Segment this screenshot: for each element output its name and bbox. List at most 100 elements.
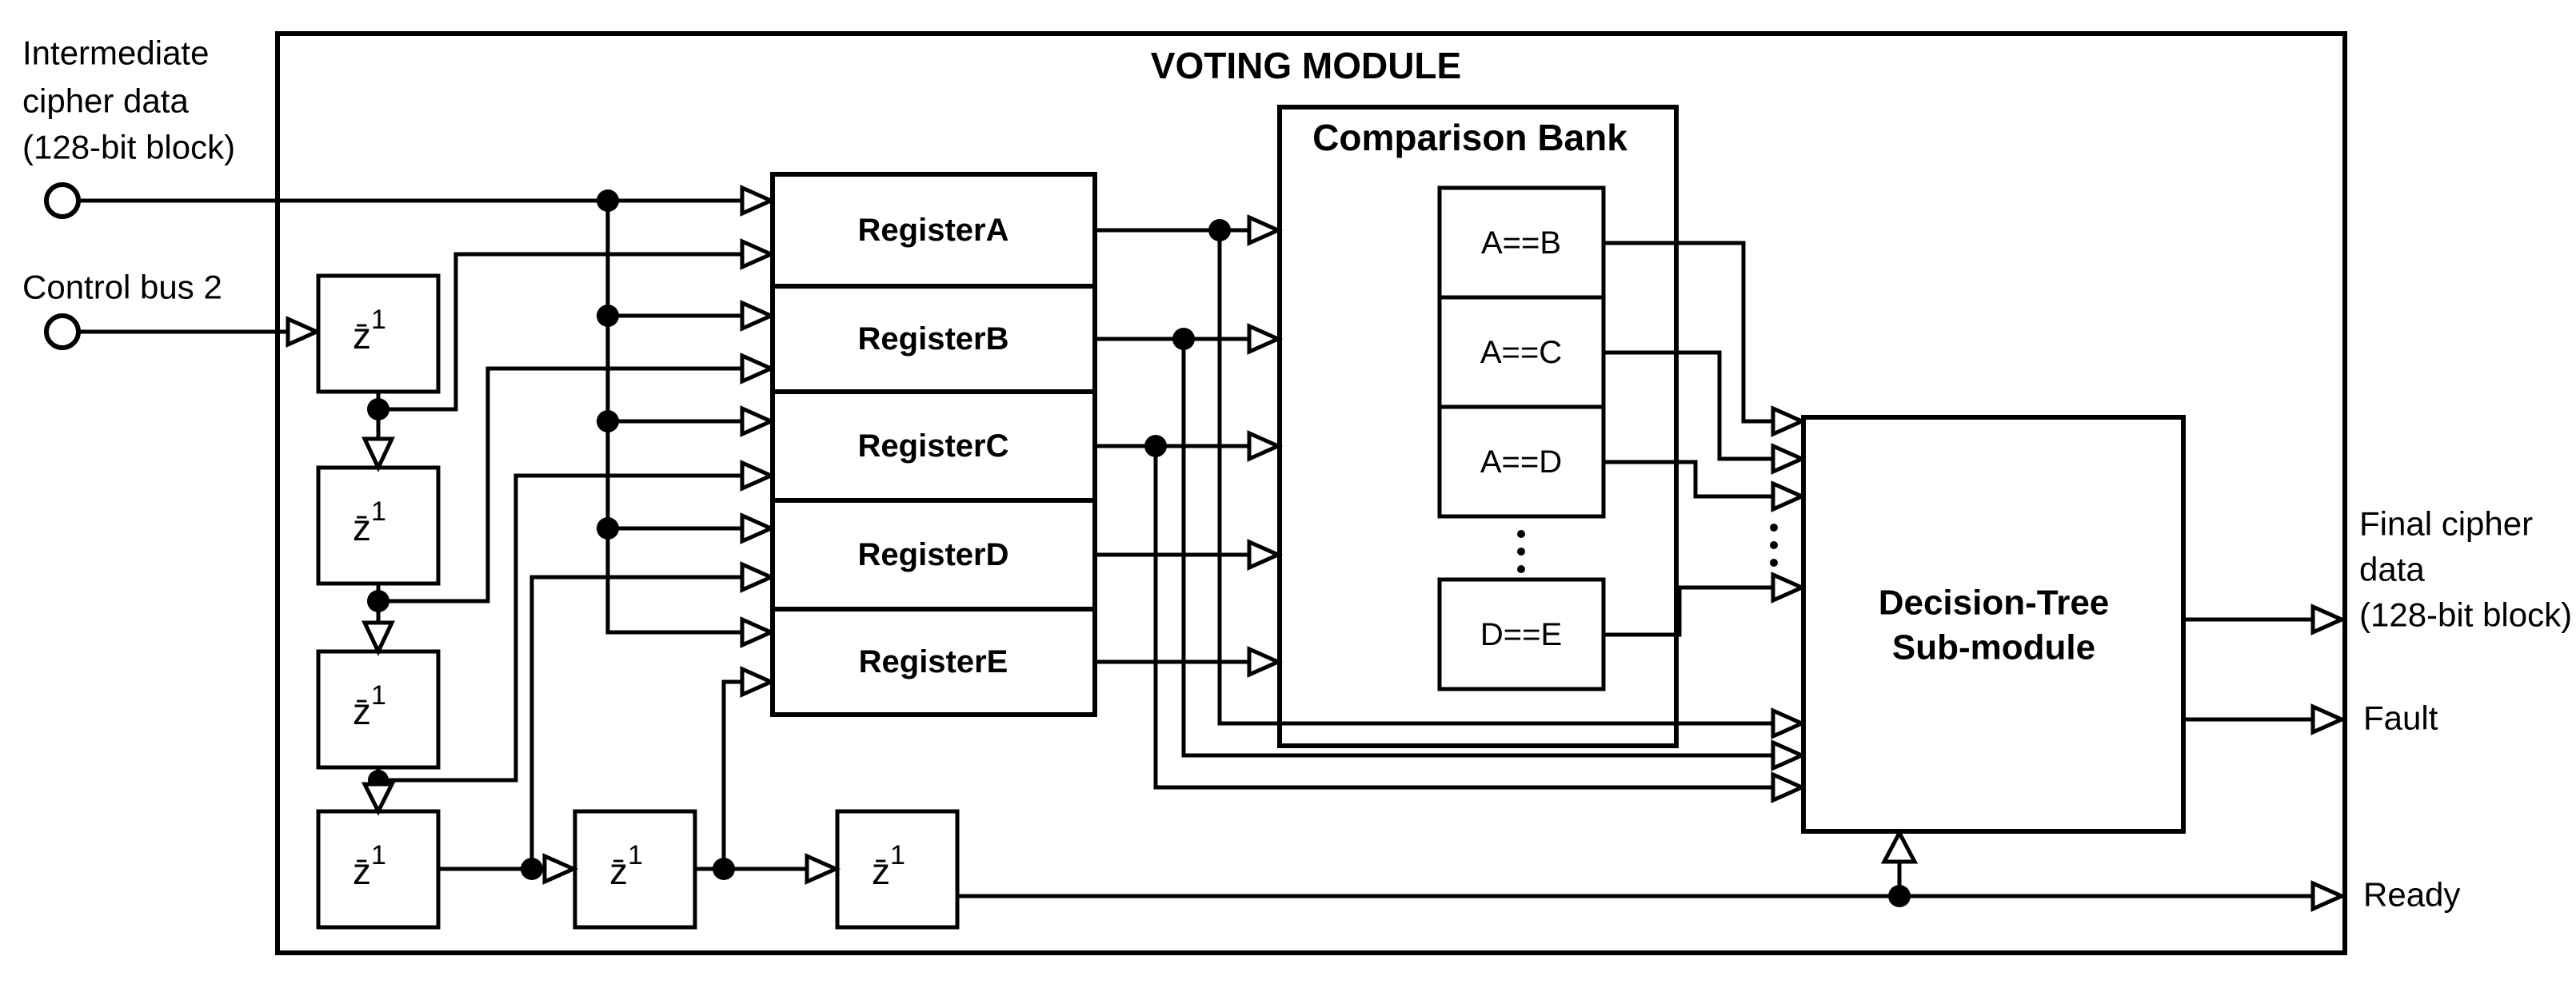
arrow-down-z3-icon: [361, 620, 395, 656]
ellipsis-dots: [1770, 524, 1778, 567]
input1-terminal-circle: [44, 182, 81, 219]
comparator-a-eq-d-label: A==D: [1480, 444, 1562, 480]
comparison-bank-title: Comparison Bank: [1312, 117, 1627, 158]
arrow-into-z5-icon: [542, 853, 579, 885]
register-stack: RegisterA RegisterB RegisterC RegisterD …: [770, 172, 1097, 717]
arrow-regA-clock-icon: [740, 238, 777, 270]
wire-aeqc-dt: [1604, 350, 1800, 461]
arrow-dt-in4-icon: [1771, 572, 1807, 604]
comparator-d-eq-e: [1437, 577, 1606, 691]
junction-dot: [1144, 435, 1167, 457]
output-fault: Fault: [2183, 699, 2438, 737]
decision-tree-submodule: Decision-Tree Sub-module: [1801, 415, 2186, 834]
delay-chain: z̄1 z̄1 z̄1 z̄1 z̄1 z̄1: [316, 252, 960, 930]
arrow-regE-clock-icon: [740, 666, 777, 698]
comparison-bank-border: [1277, 105, 1679, 748]
wire-aeqd-dt: [1604, 460, 1800, 499]
cb-to-dt-wires: [1604, 241, 1807, 803]
arrow-down-z2-icon: [361, 436, 395, 472]
input1-label-line3: (128-bit block): [22, 129, 235, 166]
junction-dot: [1208, 219, 1231, 241]
comparator-a-eq-d: [1437, 404, 1606, 519]
arrow-regE-data-icon: [740, 616, 777, 648]
register-output-wires: [1095, 214, 1800, 790]
junction-dot: [597, 305, 619, 327]
arrow-cb-inE-icon: [1247, 646, 1284, 678]
delay-block-5: [573, 809, 697, 930]
input-intermediate-cipher-data: Intermediate cipher data (128-bit block): [22, 34, 769, 219]
junction-dot: [1172, 328, 1195, 350]
wire-data-vertical: [605, 201, 769, 635]
arrow-regC-clock-icon: [740, 460, 777, 492]
arrow-down-z4-icon: [361, 782, 396, 816]
output-final-cipher: Final cipher data (128-bit block): [2183, 505, 2572, 635]
decision-tree-label-line1: Decision-Tree: [1879, 584, 2110, 623]
register-a-label: RegisterA: [858, 213, 1009, 248]
arrow-fault-out-icon: [2310, 703, 2347, 735]
arrow-dt-in7-icon: [1771, 771, 1807, 803]
delay-block-6-label: z̄1: [872, 840, 905, 892]
input2-label: Control bus 2: [22, 269, 222, 306]
delay-block-5-label: z̄1: [609, 840, 643, 892]
page-title: VOTING MODULE: [1151, 45, 1461, 86]
wire-regC-branch: [1153, 446, 1800, 790]
input-control-bus-2: Control bus 2: [22, 269, 322, 350]
wire-aeqb-dt: [1604, 241, 1800, 424]
arrow-cb-inB-icon: [1247, 323, 1284, 355]
ellipsis-dots: [1517, 530, 1525, 573]
wire-regB-branch: [1181, 339, 1800, 758]
voting-module-border: [275, 31, 2347, 955]
delay-block-4-label: z̄1: [353, 840, 386, 892]
register-b-label: RegisterB: [858, 321, 1009, 357]
delay-block-3-label: z̄1: [353, 680, 386, 732]
arrow-final-out-icon: [2310, 604, 2347, 635]
wire-tap-z1-regA: [378, 252, 769, 412]
decision-tree-border: [1801, 415, 2186, 834]
wire-tap-z5-regE: [721, 679, 769, 869]
arrow-ready-out-icon: [2310, 880, 2347, 912]
arrow-regA-data-icon: [740, 185, 777, 217]
comparison-bank: Comparison Bank A==B A==C A==D D==E: [1277, 105, 1679, 748]
wire-deqe-dt: [1604, 585, 1800, 637]
wire-tap-z3-regC: [378, 473, 769, 783]
arrow-up-dt-icon: [1880, 828, 1919, 864]
register-d-label: RegisterD: [858, 537, 1009, 572]
delay-block-2: [316, 465, 441, 586]
data-distribution-bus: [597, 189, 769, 635]
decision-tree-label-line2: Sub-module: [1892, 628, 2095, 667]
arrow-dt-in6-icon: [1771, 739, 1807, 771]
arrow-regB-clock-icon: [740, 353, 777, 384]
output-final-label-line3: (128-bit block): [2359, 596, 2572, 634]
arrow-cb-inA-icon: [1247, 214, 1284, 246]
arrow-dt-in5-icon: [1771, 707, 1807, 739]
arrow-regC-data-icon: [740, 405, 777, 437]
arrow-cb-inD-icon: [1247, 539, 1284, 571]
output-final-label-line2: data: [2359, 551, 2425, 588]
arrow-into-z1-icon: [286, 316, 322, 348]
junction-dot: [597, 189, 619, 212]
register-c-label: RegisterC: [858, 428, 1009, 464]
arrow-regB-data-icon: [740, 300, 777, 332]
arrow-dt-in2-icon: [1771, 443, 1807, 475]
junction-dot: [597, 517, 619, 540]
register-input-arrows: [740, 185, 777, 698]
comparator-a-eq-b-label: A==B: [1481, 225, 1561, 261]
arrow-cb-inC-icon: [1247, 430, 1284, 462]
arrow-into-z6-icon: [805, 853, 841, 885]
arrow-dt-in3-icon: [1771, 480, 1807, 512]
junction-dot: [597, 410, 619, 432]
register-d: [770, 498, 1097, 612]
delay-block-2-label: z̄1: [353, 496, 386, 548]
wire-tap-z4-regD: [529, 575, 769, 869]
delay-block-1-label: z̄1: [353, 305, 386, 357]
arrow-regD-clock-icon: [740, 561, 777, 593]
register-e: [770, 607, 1097, 717]
output-ready: Ready: [957, 828, 2460, 914]
wire-regA-branch: [1217, 230, 1800, 726]
input2-terminal-circle: [44, 313, 81, 350]
wire-tap-z2-regB: [378, 366, 769, 604]
arrow-regD-data-icon: [740, 512, 777, 544]
arrow-dt-in1-icon: [1771, 405, 1807, 437]
comparator-a-eq-c-label: A==C: [1480, 335, 1562, 370]
